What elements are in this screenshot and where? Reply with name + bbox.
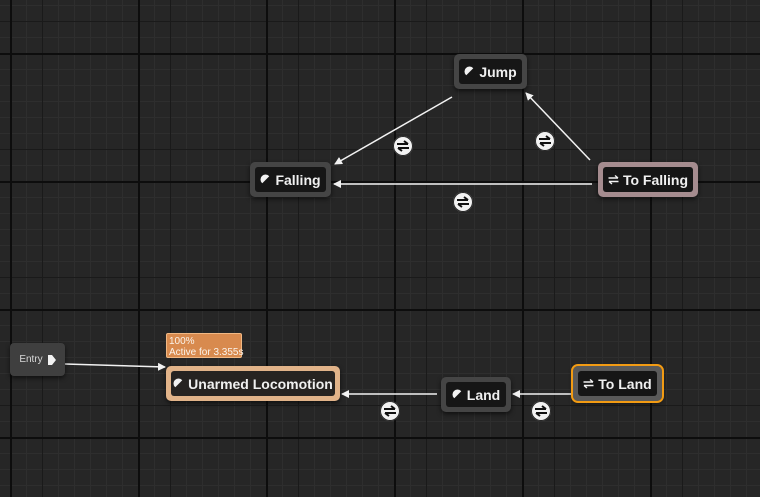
- transition-rule-icon[interactable]: [453, 192, 473, 212]
- wire-jump-to-falling: [334, 96, 453, 165]
- conduit-label: To Land: [598, 375, 652, 392]
- conduit-node-to-falling[interactable]: To Falling: [598, 162, 698, 197]
- state-weight: 100%: [169, 336, 195, 347]
- transition-rule-icon[interactable]: [393, 136, 413, 156]
- transition-rule-icon[interactable]: [380, 401, 400, 421]
- state-icon: [464, 66, 476, 77]
- state-node-unarmed-locomotion[interactable]: Unarmed Locomotion: [166, 366, 340, 401]
- wire-entry-to-locomotion: [64, 362, 166, 371]
- active-state-tooltip: 100% Active for 3.355s: [166, 333, 244, 358]
- transition-rule-icon[interactable]: [535, 131, 555, 151]
- state-icon: [173, 378, 185, 389]
- state-label: Unarmed Locomotion: [188, 375, 333, 392]
- conduit-node-to-land[interactable]: To Land: [571, 364, 664, 403]
- active-time: Active for 3.355s: [169, 347, 244, 358]
- transition-rule-icon[interactable]: [531, 401, 551, 421]
- state-label: Jump: [479, 63, 517, 80]
- conduit-label: To Falling: [622, 171, 689, 188]
- entry-output-pin-icon[interactable]: [47, 354, 56, 365]
- state-label: Falling: [275, 171, 321, 188]
- entry-node[interactable]: Entry: [10, 343, 65, 376]
- state-node-jump[interactable]: Jump: [454, 54, 527, 89]
- state-icon: [260, 174, 272, 185]
- state-node-falling[interactable]: Falling: [250, 162, 331, 197]
- state-icon: [452, 389, 463, 400]
- conduit-icon: [608, 174, 619, 185]
- state-label: Land: [466, 386, 501, 403]
- entry-label: Entry: [19, 354, 43, 365]
- wire-to-falling-to-jump: [525, 92, 591, 161]
- conduit-icon: [583, 378, 594, 389]
- state-node-land[interactable]: Land: [441, 377, 511, 412]
